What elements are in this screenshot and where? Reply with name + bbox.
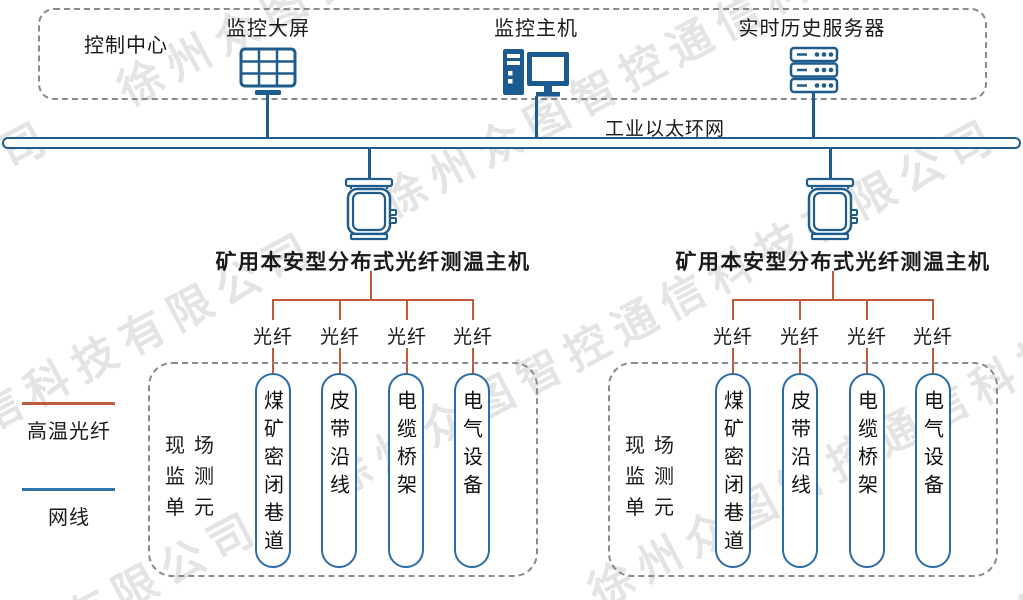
fiber-branch-bar [732,299,934,301]
fiber-host-icon [344,177,397,241]
field-unit-label-left: 现场 监测 单元 [165,433,223,519]
fiber-label: 光纤 [779,326,820,348]
fiber-stem [370,271,372,300]
fiber-stem [832,271,834,300]
monitor-target-pill: 电气设备 [915,373,951,568]
fiber-host-label-right: 矿用本安型分布式光纤测温主机 [675,250,991,274]
fiber-drop [866,301,868,320]
fiber-drop [472,301,474,320]
fiber-drop [339,348,341,375]
monitor-target-pill: 电缆桥架 [388,373,424,568]
fiber-drop [932,348,934,375]
control-center-box [38,8,987,100]
monitor-target-pill: 煤矿密闭巷道 [715,373,751,568]
fiber-drop [339,301,341,320]
net-line-host-right [829,148,832,178]
net-line-host-left [368,148,371,178]
legend-network-cable-label: 网线 [48,505,90,529]
fiber-drop [406,301,408,320]
net-line-video-wall [266,95,269,139]
monitor-host-icon [503,49,569,97]
legend-hot-fiber-label: 高温光纤 [27,419,111,443]
field-unit-box-right [608,362,998,577]
server-stack-icon [789,46,839,94]
monitor-target-pill: 电缆桥架 [849,373,885,568]
fiber-label: 光纤 [846,326,887,348]
video-wall-icon [239,47,297,95]
field-unit-label-right: 现场 监测 单元 [625,433,683,519]
monitor-target-pill: 皮带沿线 [782,373,818,568]
control-center-label: 控制中心 [84,33,168,57]
monitor-target-pill: 电气设备 [454,373,490,568]
fiber-drop [406,348,408,375]
fiber-label: 光纤 [252,326,293,348]
fiber-drop [732,301,734,320]
legend-hot-fiber-line [22,402,115,405]
fiber-host-label-left: 矿用本安型分布式光纤测温主机 [215,250,531,274]
ethernet-ring-bus [2,137,1021,149]
fiber-host-icon [805,177,858,241]
fiber-drop [732,348,734,375]
field-unit-box-left [148,362,538,577]
fiber-drop [272,301,274,320]
fiber-label: 光纤 [912,326,953,348]
fiber-drop [272,348,274,375]
fiber-drop [799,348,801,375]
video-wall-label: 监控大屏 [226,16,310,40]
legend-network-cable-line [22,488,115,491]
fiber-label: 光纤 [386,326,427,348]
history-server-label: 实时历史服务器 [738,16,886,40]
fiber-label: 光纤 [452,326,493,348]
fiber-label: 光纤 [319,326,360,348]
monitor-target-pill: 皮带沿线 [321,373,357,568]
fiber-drop [472,348,474,375]
fiber-label: 光纤 [712,326,753,348]
fiber-drop [799,301,801,320]
fiber-drop [866,348,868,375]
monitor-target-pill: 煤矿密闭巷道 [255,373,291,568]
net-line-monitor-host [535,96,538,139]
fiber-drop [932,301,934,320]
ethernet-ring-label: 工业以太环网 [604,118,725,140]
monitor-host-label: 监控主机 [494,16,578,40]
net-line-history-server [812,92,815,139]
fiber-branch-bar [272,299,474,301]
